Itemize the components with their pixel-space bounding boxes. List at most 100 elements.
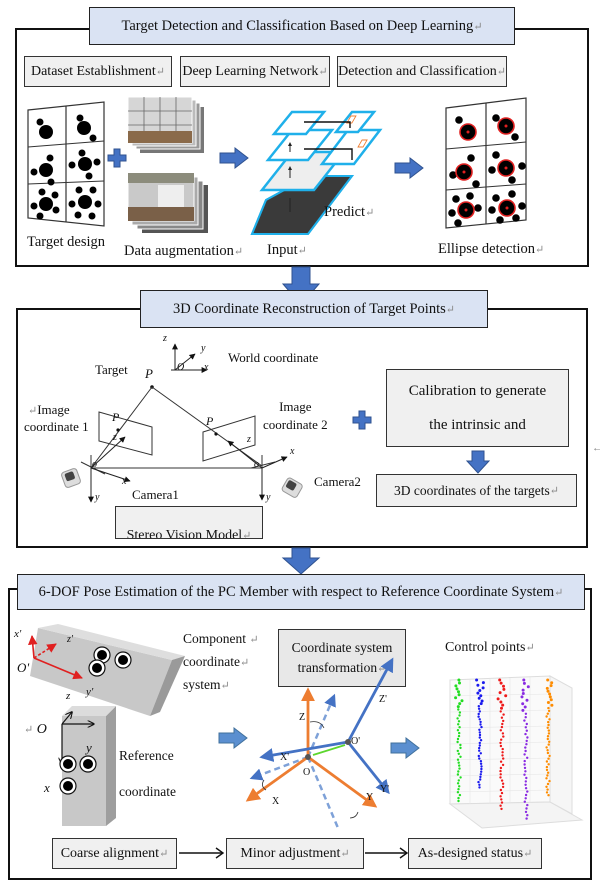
axis-label-y: y xyxy=(86,740,92,755)
control-point xyxy=(458,714,461,717)
control-point xyxy=(524,770,527,773)
down-arrow-icon xyxy=(465,450,491,474)
control-point xyxy=(456,782,460,785)
control-point xyxy=(499,773,502,776)
control-point xyxy=(457,752,460,755)
control-point xyxy=(458,681,461,685)
control-point xyxy=(501,747,504,751)
axis-label-z: z xyxy=(66,690,71,702)
control-point xyxy=(545,791,549,794)
control-point xyxy=(521,688,525,692)
control-point xyxy=(458,731,461,735)
control-point xyxy=(477,696,481,700)
control-point xyxy=(521,692,525,695)
control-point xyxy=(526,790,529,793)
control-point xyxy=(523,759,526,763)
as-designed-status-box: As-designed status↵ xyxy=(408,838,542,869)
control-point xyxy=(501,785,505,789)
control-point xyxy=(526,803,529,807)
augmentation-photos-bottom xyxy=(127,172,208,233)
control-point xyxy=(478,736,481,739)
control-point xyxy=(523,800,526,803)
control-point xyxy=(500,801,504,804)
control-point xyxy=(500,798,503,801)
control-point xyxy=(499,681,503,685)
camera1-label: Camera1 xyxy=(132,487,179,502)
axis-label-z1: z xyxy=(113,432,117,443)
control-point xyxy=(546,751,550,755)
control-point xyxy=(525,722,528,726)
axis-label-x-prime: x' xyxy=(14,628,22,640)
axis-label-Yp: Y' xyxy=(380,784,390,795)
image-coordinate-1-line2: coordinate 1 xyxy=(24,419,89,434)
ellipse-detection-text: Ellipse detection xyxy=(438,241,536,257)
control-point xyxy=(499,769,502,773)
target-design-label: Target design xyxy=(27,234,106,250)
control-point xyxy=(477,705,480,708)
control-point xyxy=(479,762,483,765)
control-point xyxy=(546,712,549,715)
control-point xyxy=(456,740,459,744)
control-point xyxy=(525,743,528,746)
axis-label-x1: x xyxy=(122,476,127,487)
control-point xyxy=(499,744,503,748)
minor-adjustment-text: Minor adjustment xyxy=(240,845,341,861)
axis-label-yw: y xyxy=(201,343,206,354)
image-coordinate-1-line1: Image xyxy=(37,402,70,417)
control-point xyxy=(499,766,503,770)
control-point xyxy=(526,736,529,739)
control-point xyxy=(526,814,529,817)
axis-label-zw: z xyxy=(163,333,167,344)
control-point xyxy=(547,732,551,735)
ellipse-detection-label: Ellipse detection↵ xyxy=(438,241,545,257)
control-point xyxy=(523,719,526,722)
control-point xyxy=(547,706,550,710)
control-point xyxy=(502,735,505,738)
flow-arrow-icon xyxy=(365,847,409,859)
control-point xyxy=(478,746,481,750)
control-point xyxy=(499,804,502,807)
control-point xyxy=(550,681,554,685)
control-point xyxy=(458,767,461,770)
control-point xyxy=(479,694,483,698)
subtitle-deep-learning-network: Deep Learning Network↵ xyxy=(180,56,330,87)
control-point xyxy=(546,788,549,791)
control-point xyxy=(522,678,526,682)
axis-label-z2: z xyxy=(247,434,251,445)
control-point xyxy=(478,733,482,737)
control-point xyxy=(502,687,506,691)
right-arrow-icon xyxy=(218,726,248,750)
axis-label-x2: x xyxy=(290,446,295,457)
stereo-vision-model-box: Stereo Vision Model↵ xyxy=(115,506,263,539)
control-point xyxy=(499,776,502,779)
control-point xyxy=(522,681,526,685)
control-point xyxy=(455,687,459,691)
stereo-vision-diagram xyxy=(61,343,303,503)
control-point xyxy=(520,695,524,699)
3d-coordinates-text: 3D coordinates of the targets xyxy=(394,482,550,498)
control-point xyxy=(545,686,549,690)
axis-label-y1: y xyxy=(95,492,100,503)
right-arrow-icon xyxy=(390,736,420,760)
control-point xyxy=(501,703,505,707)
control-point xyxy=(457,770,460,773)
control-point xyxy=(478,710,481,713)
plus-icon xyxy=(352,410,372,430)
control-point xyxy=(479,739,483,742)
3d-coordinates-box: 3D coordinates of the targets↵ xyxy=(376,474,577,507)
point-p-label: P xyxy=(145,366,153,381)
image-coordinate-2-label: Image coordinate 2 xyxy=(263,398,328,434)
control-point xyxy=(456,737,460,741)
control-point xyxy=(546,782,550,786)
control-point xyxy=(521,708,525,712)
control-point xyxy=(478,786,481,789)
control-point xyxy=(546,726,549,729)
control-point xyxy=(524,793,528,797)
control-point xyxy=(546,737,549,741)
control-point xyxy=(479,723,482,726)
component-beam-image xyxy=(28,624,185,716)
minor-adjustment-box: Minor adjustment↵ xyxy=(226,838,364,869)
control-point xyxy=(523,763,526,766)
control-point xyxy=(501,732,505,735)
section1-title: Target Detection and Classification Base… xyxy=(89,7,515,45)
